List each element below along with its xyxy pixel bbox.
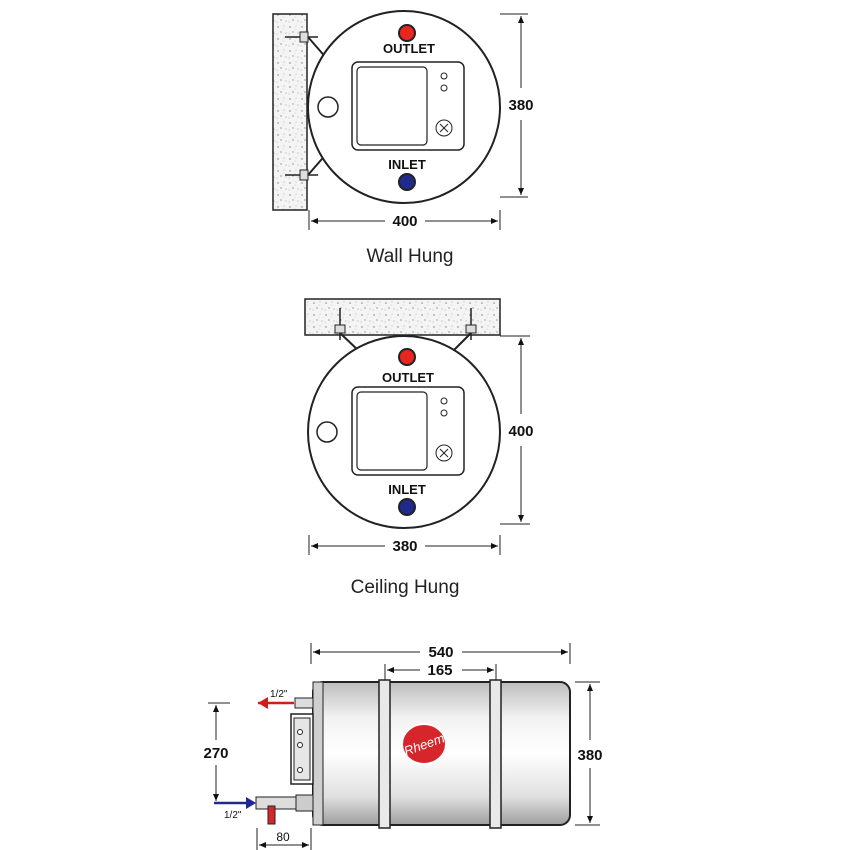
element-housing (290, 713, 314, 785)
wall-height-dimension: 380 (500, 13, 534, 198)
side-height-value: 380 (577, 747, 602, 764)
control-panel (351, 386, 465, 476)
length-value: 540 (428, 644, 453, 661)
outlet-label: OUTLET (383, 41, 435, 56)
outlet-pipe-size: 1/2" (270, 689, 288, 700)
ceiling-width-value: 380 (392, 538, 417, 555)
strap-spacing-dimension: 165 (384, 662, 497, 680)
inlet-port (398, 173, 416, 191)
inlet-height-dimension: 270 (203, 702, 230, 801)
outlet-port (398, 348, 416, 366)
element-cover (316, 421, 338, 443)
wall-hung-caption: Wall Hung (367, 246, 454, 267)
ceiling-bracket-left (334, 308, 361, 353)
ceiling-height-value: 400 (508, 423, 533, 440)
control-panel (351, 61, 465, 151)
wall-hung-view: OUTLET INLET 380 400 Wall Hung (272, 10, 534, 267)
inlet-height-value: 270 (203, 745, 228, 762)
wall-width-value: 400 (392, 213, 417, 230)
outlet-port (398, 24, 416, 42)
wall-height-value: 380 (508, 97, 533, 114)
mounting-strap-left (378, 679, 391, 829)
inlet-port (398, 498, 416, 516)
wall-slab (272, 13, 308, 211)
inlet-label: INLET (388, 157, 426, 172)
element-cover (317, 96, 339, 118)
wall-width-dimension: 400 (308, 210, 501, 230)
outlet-label: OUTLET (382, 370, 434, 385)
outlet-pipe: 1/2" (258, 689, 314, 709)
ceiling-width-dimension: 380 (308, 535, 501, 555)
inlet-offset-dimension: 80 (256, 828, 312, 850)
side-view: 540 165 Rheem (203, 643, 603, 850)
inlet-pipe: 1/2" (214, 794, 314, 825)
side-height-dimension: 380 (575, 681, 603, 826)
mounting-strap-right (489, 679, 502, 829)
rheem-logo: Rheem (401, 723, 447, 765)
strap-spacing-value: 165 (427, 662, 452, 679)
tank-end-cap (312, 681, 324, 826)
ceiling-hung-caption: Ceiling Hung (351, 577, 460, 598)
inlet-pipe-size: 1/2" (224, 810, 242, 821)
ceiling-bracket-right (451, 308, 477, 353)
length-dimension: 540 (310, 643, 571, 664)
ceiling-hung-view: OUTLET INLET 400 380 Ceiling Hung (304, 298, 534, 598)
ceiling-height-dimension: 400 (500, 335, 534, 525)
inlet-offset-value: 80 (276, 830, 290, 844)
inlet-label: INLET (388, 482, 426, 497)
inlet-valve-handle (267, 805, 276, 825)
